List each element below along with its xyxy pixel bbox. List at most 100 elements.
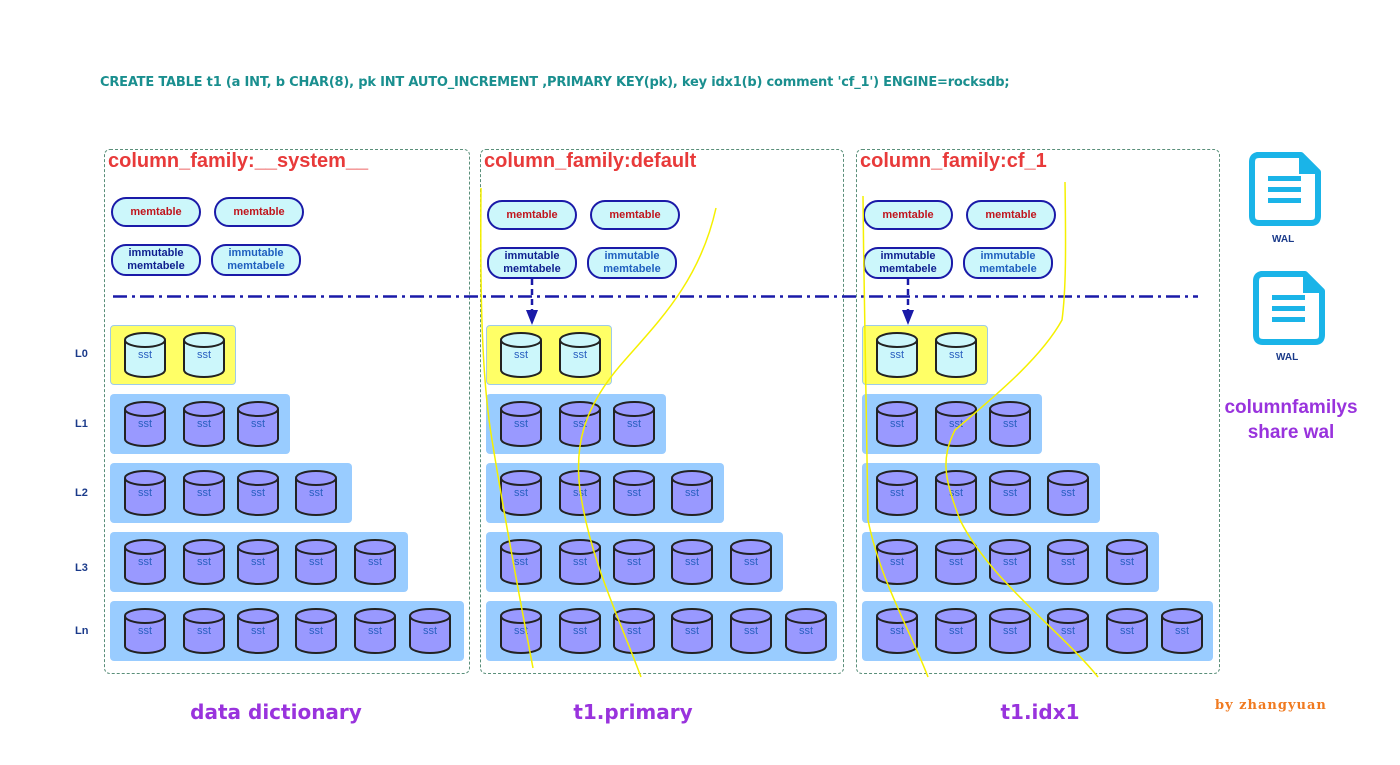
sst-label: sst	[889, 349, 905, 361]
share-note-line2: share wal	[1247, 422, 1335, 443]
sst-file: sst	[123, 400, 167, 448]
sst-file: sst	[182, 331, 226, 379]
sst-file: sst	[1105, 538, 1149, 586]
cylinder-icon	[500, 332, 542, 378]
cylinder-icon	[613, 539, 655, 585]
cylinder-icon	[1161, 608, 1203, 654]
sst-file: sst	[875, 469, 919, 517]
level-label-ln: Ln	[75, 625, 89, 637]
sst-label: sst	[1002, 625, 1018, 637]
cylinder-icon	[1106, 539, 1148, 585]
sst-label: sst	[1119, 625, 1135, 637]
sst-file: sst	[123, 331, 167, 379]
immutable-label-line1: immutable	[880, 250, 936, 262]
memtable: memtable	[487, 200, 577, 230]
sst-file: sst	[236, 469, 280, 517]
cylinder-icon	[559, 470, 601, 516]
sst-file: sst	[934, 607, 978, 655]
sst-label: sst	[513, 418, 529, 430]
sst-file: sst	[875, 331, 919, 379]
sst-label: sst	[889, 556, 905, 568]
cylinder-icon	[1047, 608, 1089, 654]
column-family-box	[104, 149, 470, 674]
cylinder-icon	[354, 539, 396, 585]
wal-file-icon	[1253, 271, 1325, 350]
cylinder-icon	[671, 608, 713, 654]
cylinder-icon	[671, 539, 713, 585]
cylinder-icon	[935, 332, 977, 378]
sst-file: sst	[558, 538, 602, 586]
wal-label: WAL	[1276, 352, 1299, 363]
cylinder-icon	[1047, 539, 1089, 585]
cylinder-icon	[730, 539, 772, 585]
cylinder-icon	[730, 608, 772, 654]
range-curve	[945, 181, 1099, 678]
sst-label: sst	[572, 349, 588, 361]
immutable-label-line2: memtabele	[979, 263, 1037, 275]
sst-label: sst	[684, 487, 700, 499]
sst-label: sst	[743, 556, 759, 568]
memtable: memtable	[214, 197, 304, 227]
cylinder-icon	[295, 470, 337, 516]
immutable-label-line1: immutable	[980, 250, 1036, 262]
cylinder-icon	[237, 539, 279, 585]
level-label-l2: L2	[75, 487, 88, 499]
sst-file: sst	[1160, 607, 1204, 655]
column-family-caption: data dictionary	[190, 700, 362, 724]
cylinder-icon	[124, 401, 166, 447]
level-label-l3: L3	[75, 562, 88, 574]
sst-label: sst	[572, 556, 588, 568]
sst-label: sst	[948, 625, 964, 637]
sst-label: sst	[308, 625, 324, 637]
cylinder-icon	[613, 608, 655, 654]
column-family-title: column_family:default	[484, 150, 697, 172]
sst-file: sst	[558, 469, 602, 517]
sst-file: sst	[988, 469, 1032, 517]
sst-file: sst	[612, 469, 656, 517]
sst-file: sst	[294, 538, 338, 586]
sst-label: sst	[367, 556, 383, 568]
sst-file: sst	[670, 538, 714, 586]
immutable-label-line1: immutable	[228, 247, 284, 259]
cylinder-icon	[785, 608, 827, 654]
sst-label: sst	[1174, 625, 1190, 637]
cylinder-icon	[876, 539, 918, 585]
author-credit: by zhangyuan	[1215, 698, 1327, 713]
cylinder-icon	[500, 608, 542, 654]
sst-file: sst	[670, 469, 714, 517]
sst-file: sst	[1046, 607, 1090, 655]
sst-label: sst	[137, 418, 153, 430]
wal-file-icon	[1249, 152, 1321, 231]
level-label-l1: L1	[75, 418, 88, 430]
cylinder-icon	[559, 539, 601, 585]
share-wal-note: columnfamilys share wal	[1216, 395, 1366, 445]
sst-label: sst	[1002, 418, 1018, 430]
cylinder-icon	[559, 332, 601, 378]
memtable-label: memtable	[609, 208, 661, 221]
range-curve	[480, 187, 534, 669]
sst-file: sst	[499, 400, 543, 448]
sst-file: sst	[294, 607, 338, 655]
sst-label: sst	[1002, 556, 1018, 568]
sst-label: sst	[1060, 556, 1076, 568]
sst-label: sst	[1060, 625, 1076, 637]
memtable: memtable	[590, 200, 680, 230]
sst-file: sst	[182, 538, 226, 586]
cylinder-icon	[1106, 608, 1148, 654]
column-family-caption: t1.primary	[573, 700, 693, 724]
sst-label: sst	[798, 625, 814, 637]
sst-label: sst	[1119, 556, 1135, 568]
cylinder-icon	[124, 608, 166, 654]
immutable-label-line2: memtabele	[227, 260, 285, 272]
cylinder-icon	[876, 470, 918, 516]
immutable-label-line1: immutable	[128, 247, 184, 259]
sst-label: sst	[196, 487, 212, 499]
cylinder-icon	[124, 470, 166, 516]
column-family-box	[856, 149, 1220, 674]
sst-file: sst	[612, 538, 656, 586]
sst-file: sst	[934, 400, 978, 448]
